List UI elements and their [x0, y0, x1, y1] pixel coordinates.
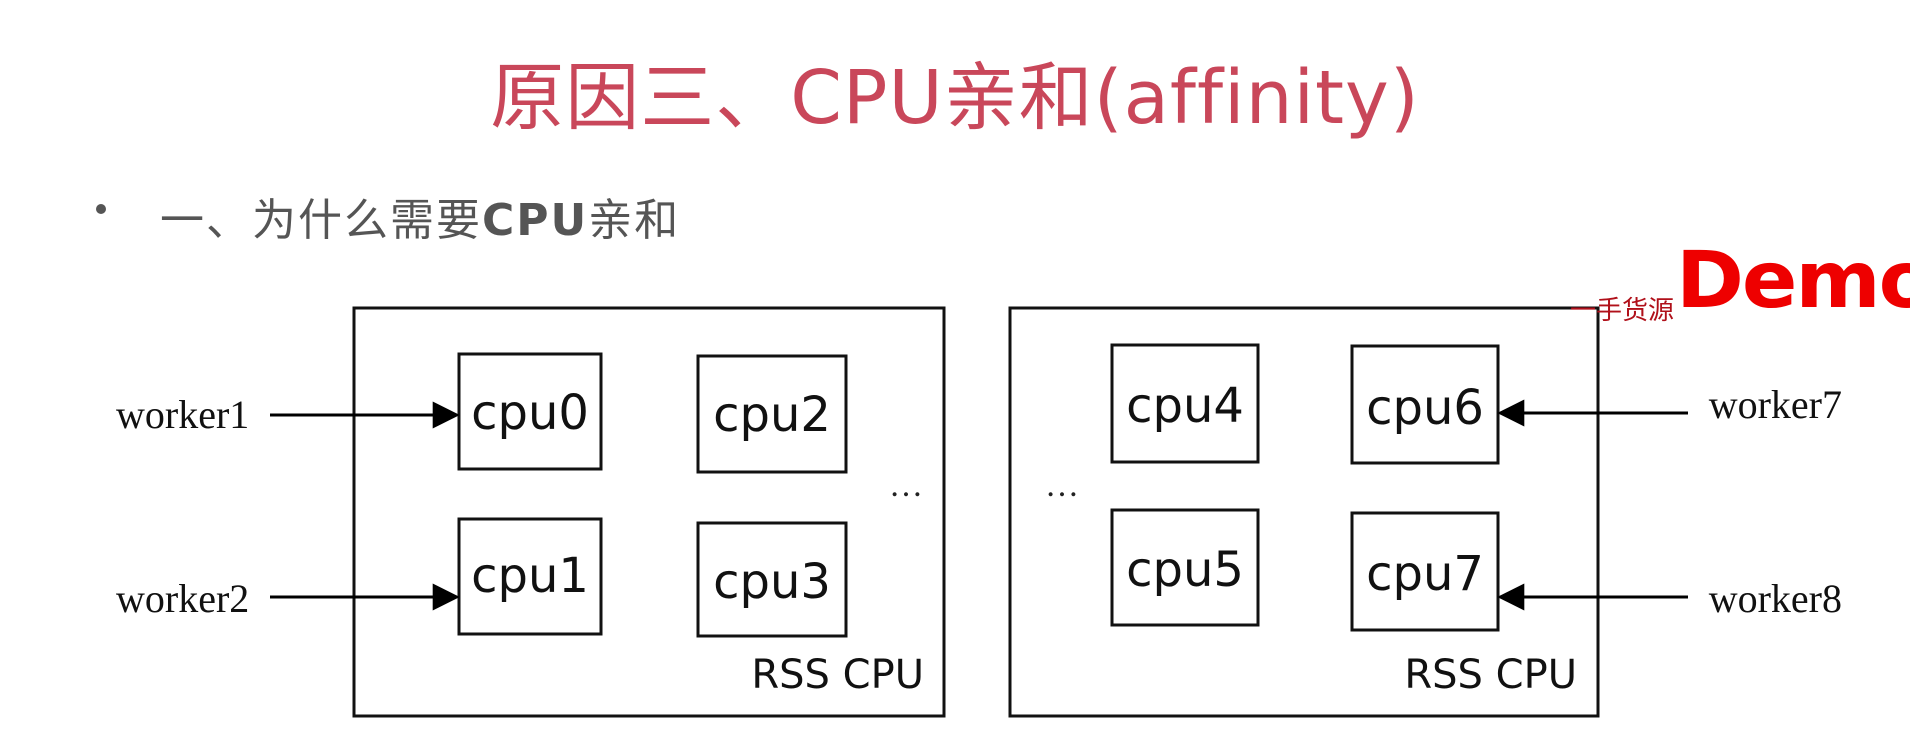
bullet-suffix: 亲和 — [588, 195, 681, 246]
rss-group-2-box — [1008, 306, 1600, 718]
watermark-demo-logo: Demo — [1676, 236, 1910, 326]
cpu-box-cpu3 — [696, 521, 848, 638]
worker-label-worker7: worker7 — [1709, 382, 1842, 427]
rss-group-1-box — [352, 306, 946, 718]
cpu-box-cpu4 — [1110, 343, 1260, 464]
bullet-text: 一、为什么需要CPU亲和 — [160, 184, 680, 248]
cpu-label-cpu4: cpu4 — [1126, 378, 1244, 434]
cpu-label-cpu5: cpu5 — [1126, 542, 1244, 598]
ellipsis-group-1: … — [889, 467, 923, 504]
cpu-label-cpu6: cpu6 — [1366, 380, 1484, 436]
rss-label-group-2: RSS CPU — [1404, 652, 1577, 698]
bullet-bold: CPU — [482, 195, 589, 246]
cpu-label-cpu1: cpu1 — [471, 548, 589, 604]
cpu-box-cpu2 — [696, 354, 848, 474]
ellipsis-group-2: … — [1045, 467, 1079, 504]
bullet-dot-icon — [96, 204, 106, 214]
cpu-label-cpu7: cpu7 — [1366, 546, 1484, 602]
cpu-label-cpu3: cpu3 — [713, 554, 831, 610]
cpu-box-cpu5 — [1110, 508, 1260, 627]
cpu-box-cpu1 — [457, 517, 603, 636]
bullet-prefix: 一、为什么需要 — [160, 195, 482, 246]
cpu-box-cpu7 — [1350, 511, 1500, 632]
rss-label-group-1: RSS CPU — [751, 652, 924, 698]
cpu-label-cpu0: cpu0 — [471, 385, 589, 441]
slide-title: 原因三、CPU亲和(affinity) — [490, 55, 1420, 141]
worker-label-worker8: worker8 — [1709, 576, 1842, 621]
cpu-label-cpu2: cpu2 — [713, 387, 831, 443]
worker-label-worker1: worker1 — [116, 392, 249, 437]
watermark-text: 一手货源 — [1570, 296, 1675, 326]
worker-label-worker2: worker2 — [116, 576, 249, 621]
